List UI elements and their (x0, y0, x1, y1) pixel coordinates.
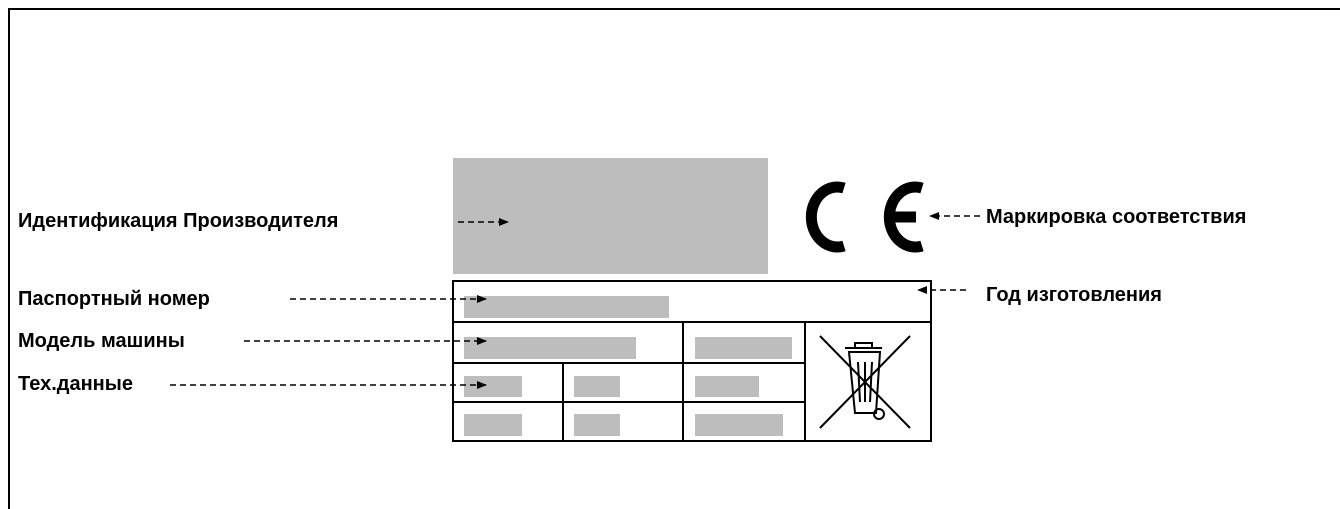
conformity-mark-label: Маркировка соответствия (986, 206, 1247, 228)
callout-arrows (170, 212, 980, 389)
serial-number-label: Паспортный номер (18, 288, 210, 310)
plate-row-divider-2 (452, 362, 805, 364)
plate-col-divider-1 (562, 362, 564, 442)
year-of-manufacture-label: Год изготовления (986, 284, 1162, 306)
plate-row-divider-3 (452, 401, 805, 403)
ce-mark-icon (805, 181, 924, 253)
machine-model-field (464, 337, 636, 359)
plate-col-divider-2 (682, 321, 684, 442)
plate-row-divider-1 (452, 321, 932, 323)
tech-data-field-2 (574, 376, 620, 397)
tech-data-label: Тех.данные (18, 373, 133, 395)
serial-number-field (464, 296, 669, 318)
tech-data-field-3 (695, 376, 759, 397)
plate-col-divider-3 (804, 321, 806, 442)
model-extra-field (695, 337, 792, 359)
page-frame (8, 8, 1340, 509)
manufacturer-id-label: Идентификация Производителя (18, 210, 339, 232)
weee-bin-icon (819, 335, 911, 429)
tech-data-field-5 (574, 414, 620, 436)
manufacturer-id-area (453, 158, 768, 274)
nameplate (452, 280, 932, 442)
tech-data-field-4 (464, 414, 522, 436)
tech-data-field-6 (695, 414, 783, 436)
machine-model-label: Модель машины (18, 330, 185, 352)
